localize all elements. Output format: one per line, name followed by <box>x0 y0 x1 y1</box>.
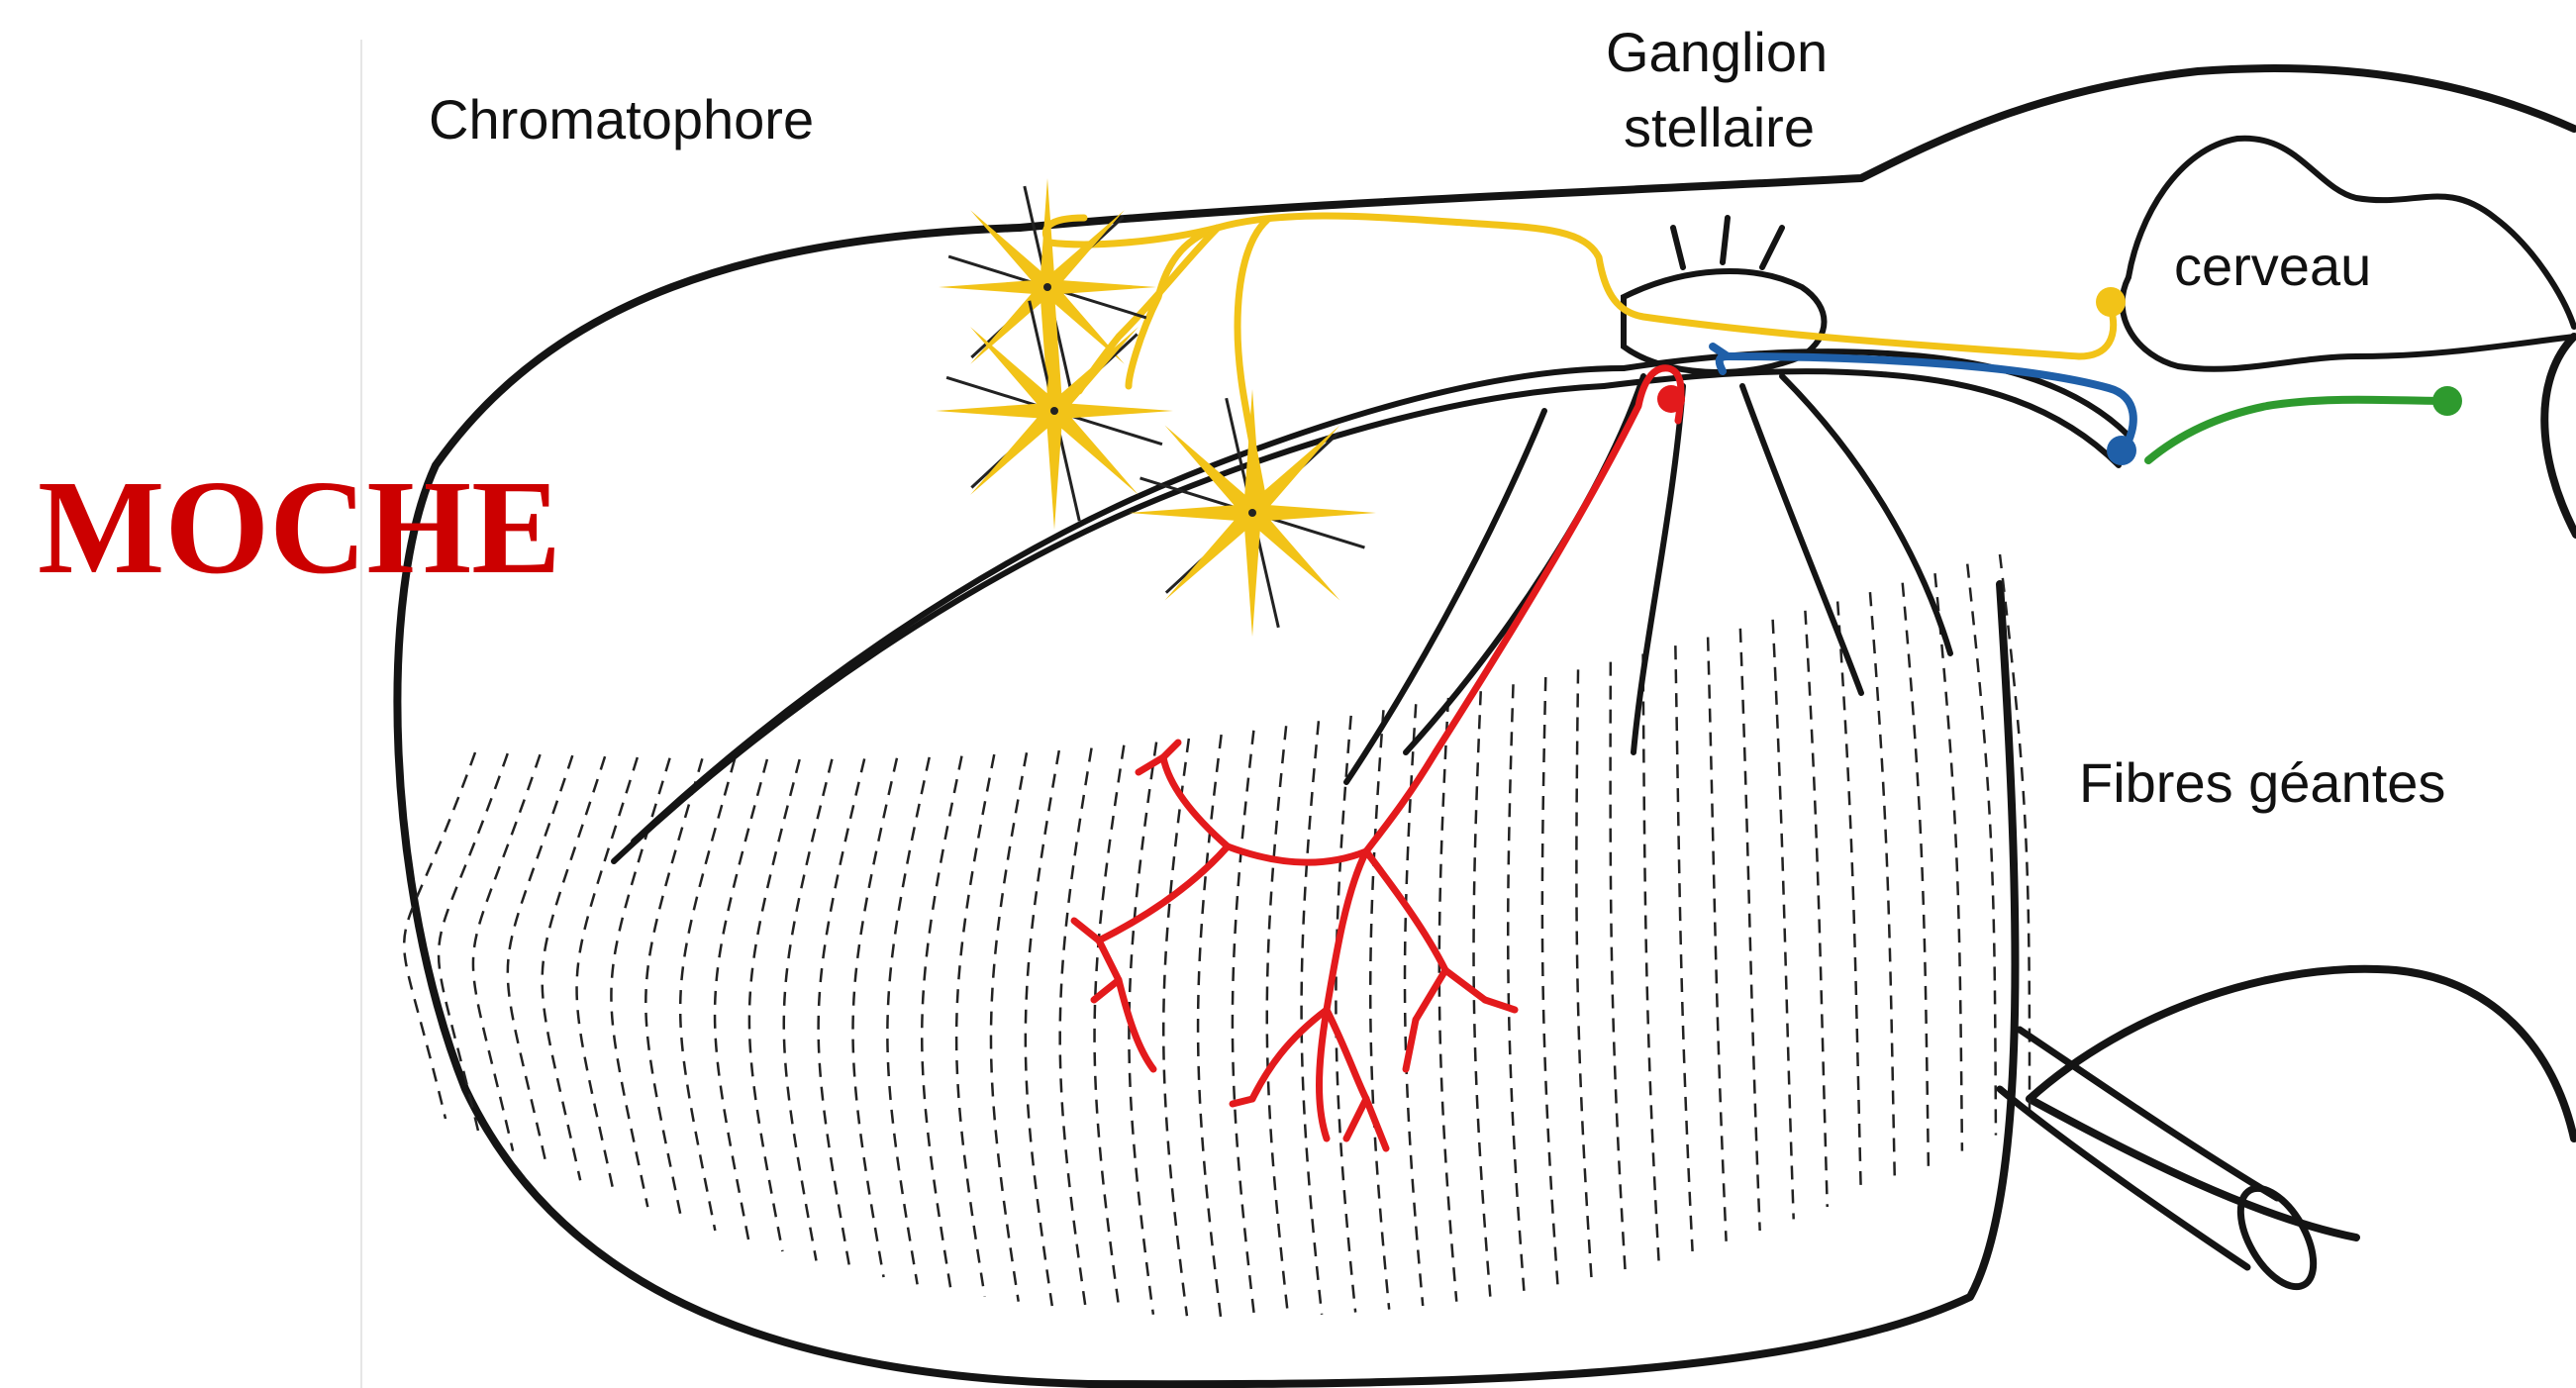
nerve-bands <box>614 351 2129 861</box>
label-cerveau: cerveau <box>2174 236 2371 298</box>
striation-line <box>1903 583 1929 1166</box>
striation-line <box>1934 573 1961 1150</box>
striation-line <box>1805 611 1827 1207</box>
striation-line <box>1508 684 1524 1291</box>
striation-line <box>1542 677 1558 1284</box>
striation-line <box>1163 739 1189 1316</box>
striation-line <box>715 759 767 1241</box>
striation-line <box>1267 726 1288 1316</box>
label-chromatophore: Chromatophore <box>429 89 814 151</box>
striation-line <box>543 756 605 1180</box>
striation-line <box>956 754 994 1297</box>
striation-line <box>473 754 541 1150</box>
striation-line <box>439 753 508 1136</box>
striation-line <box>749 759 800 1251</box>
chromatophore-star <box>936 292 1173 530</box>
striation-line <box>1095 745 1125 1313</box>
striation-line <box>1870 592 1895 1180</box>
striation-line <box>1708 638 1727 1241</box>
striation-line <box>680 759 735 1231</box>
striation-line <box>611 758 669 1207</box>
striation-line <box>1643 653 1659 1260</box>
striation-line <box>1439 698 1456 1302</box>
brain-neuron-cell-body <box>2432 386 2462 416</box>
striation-line <box>1060 748 1092 1310</box>
moche-title: MOCHE <box>38 450 561 605</box>
striation-line <box>1773 620 1794 1220</box>
chromatophore-star <box>939 178 1156 396</box>
chromatophore-star <box>1129 389 1376 637</box>
striation-line <box>991 752 1027 1301</box>
striation-line <box>1233 731 1254 1317</box>
striation-line <box>1967 564 1996 1136</box>
label-fibres-geantes: Fibres géantes <box>2079 752 2445 815</box>
mantle-striations <box>404 554 2030 1317</box>
giant-fiber-cell-body <box>1657 385 1685 413</box>
striation-line <box>1611 662 1626 1270</box>
striation-line <box>819 758 865 1269</box>
striation-line <box>577 757 638 1194</box>
label-ganglion: Ganglion <box>1606 22 1828 84</box>
striation-line <box>1576 669 1591 1277</box>
striation-line <box>1740 629 1760 1231</box>
chromatophore-neuron <box>1045 216 2113 495</box>
third-order-neuron <box>1713 347 2133 450</box>
striation-line <box>1370 710 1389 1309</box>
chromatophore-neuron-cell-body <box>2096 287 2126 317</box>
striation-line <box>1675 645 1692 1251</box>
label-stellaire: stellaire <box>1624 97 1815 159</box>
third-order-neuron-cell-body <box>2107 436 2136 465</box>
stellate-ganglion-shape <box>1346 218 1950 782</box>
striation-line <box>1026 750 1059 1306</box>
striation-line <box>1336 716 1355 1313</box>
striation-line <box>784 759 833 1261</box>
brain-neuron <box>2148 400 2445 460</box>
striation-line <box>853 758 897 1277</box>
